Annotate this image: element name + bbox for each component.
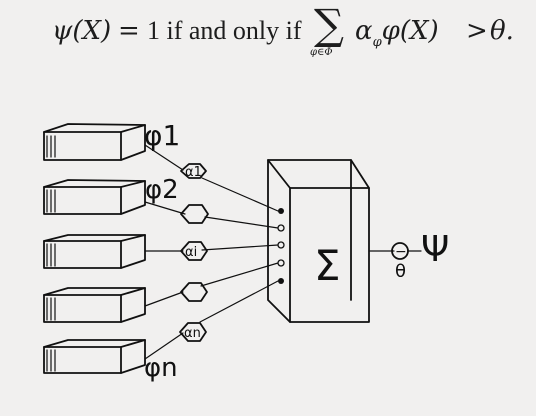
output-label: Ψ: [421, 229, 449, 270]
formula-condition-text: 1 if and only if: [147, 16, 302, 45]
input-box-4: [43, 287, 146, 323]
summation-symbol: ∑: [314, 0, 344, 49]
phi-label-n: φn: [144, 353, 178, 383]
weight-label-n: αn: [184, 326, 201, 341]
sum-label: Σ: [314, 241, 341, 290]
threshold-label: θ: [395, 261, 406, 282]
summation-subscript: φ∈Φ: [310, 47, 333, 58]
input-box-1: [43, 123, 146, 161]
input-box-2: [43, 179, 146, 215]
formula-phi-term: φ(X): [381, 16, 439, 46]
formula-alpha-subscript: φ: [372, 35, 382, 50]
summation-unit: Σ: [267, 159, 370, 323]
input-nodes: [277, 208, 285, 284]
input-box-3: [43, 234, 146, 269]
threshold-minus: −: [395, 244, 407, 260]
input-box-5: [43, 339, 146, 374]
phi-label-1: φ1: [144, 119, 180, 152]
formula-lhs: ψ(X): [52, 16, 112, 46]
formula-greater-than: >: [466, 16, 488, 46]
formula-alpha: α: [355, 16, 373, 46]
formula-theta: θ.: [490, 16, 514, 46]
weight-label-i: αi: [185, 245, 197, 260]
formula-equals: =: [118, 16, 140, 46]
phi-label-2: φ2: [145, 175, 179, 205]
formula-rhs: αφφ(X): [355, 16, 439, 49]
formula: ψ(X) = 1 if and only if ∑ φ∈Φ αφφ(X) > θ…: [52, 4, 532, 72]
weight-label-1: α1: [185, 165, 202, 180]
threshold-unit: − θ Ψ: [368, 229, 449, 282]
connection-lines: [144, 144, 279, 360]
weight-hexagons: [179, 163, 209, 342]
